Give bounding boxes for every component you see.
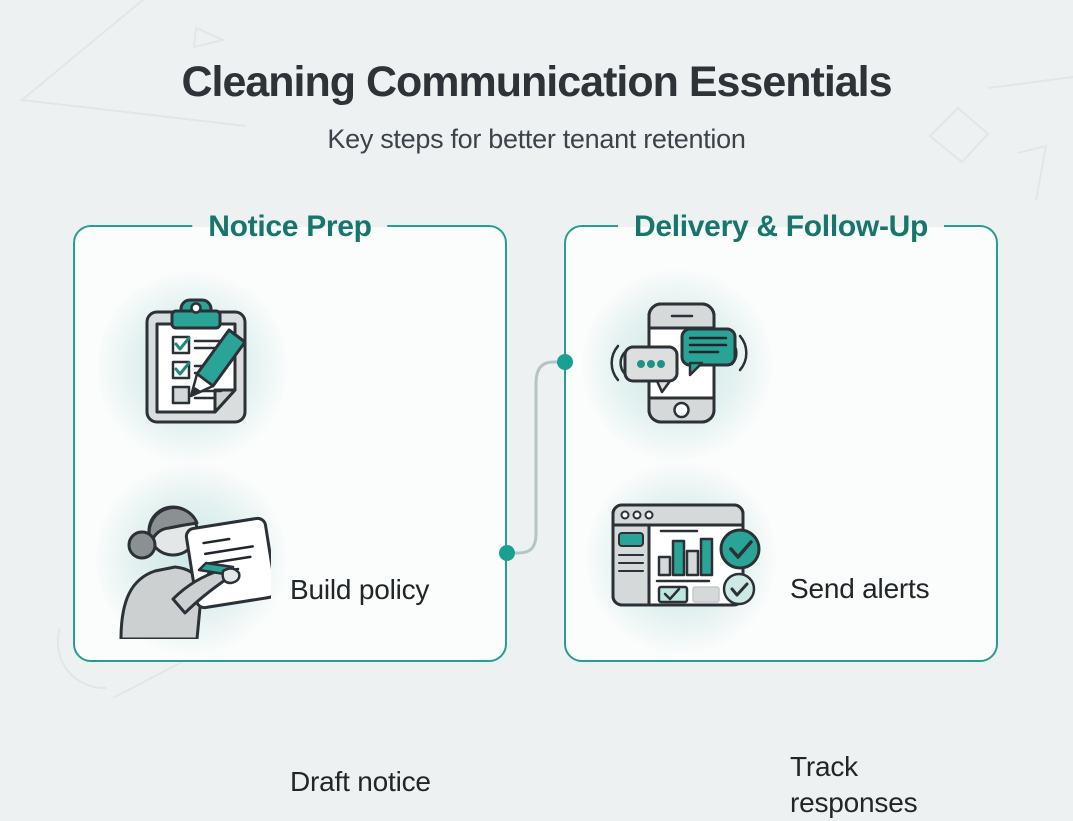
item-label: Send alerts	[790, 573, 930, 604]
item-label: Track responses	[790, 751, 918, 818]
phone-chat-alerts-icon	[610, 302, 748, 424]
person-writing-icon	[119, 505, 271, 639]
panel-title: Delivery & Follow-Up	[617, 208, 945, 246]
page-title: Cleaning Communication Essentials	[181, 58, 892, 106]
item-label: Draft notice	[290, 766, 431, 797]
clipboard-checklist-icon	[145, 298, 247, 424]
item-label: Build policy	[290, 574, 430, 605]
panel-notice-prep: Notice Prep Build policy	[73, 208, 507, 797]
panel-title: Notice Prep	[192, 208, 388, 246]
analytics-dashboard-icon	[611, 503, 761, 607]
panel-delivery-follow-up: Delivery & Follow-Up Send alerts	[564, 208, 998, 818]
connector-line	[505, 360, 567, 555]
page-subtitle: Key steps for better tenant retention	[327, 124, 746, 154]
